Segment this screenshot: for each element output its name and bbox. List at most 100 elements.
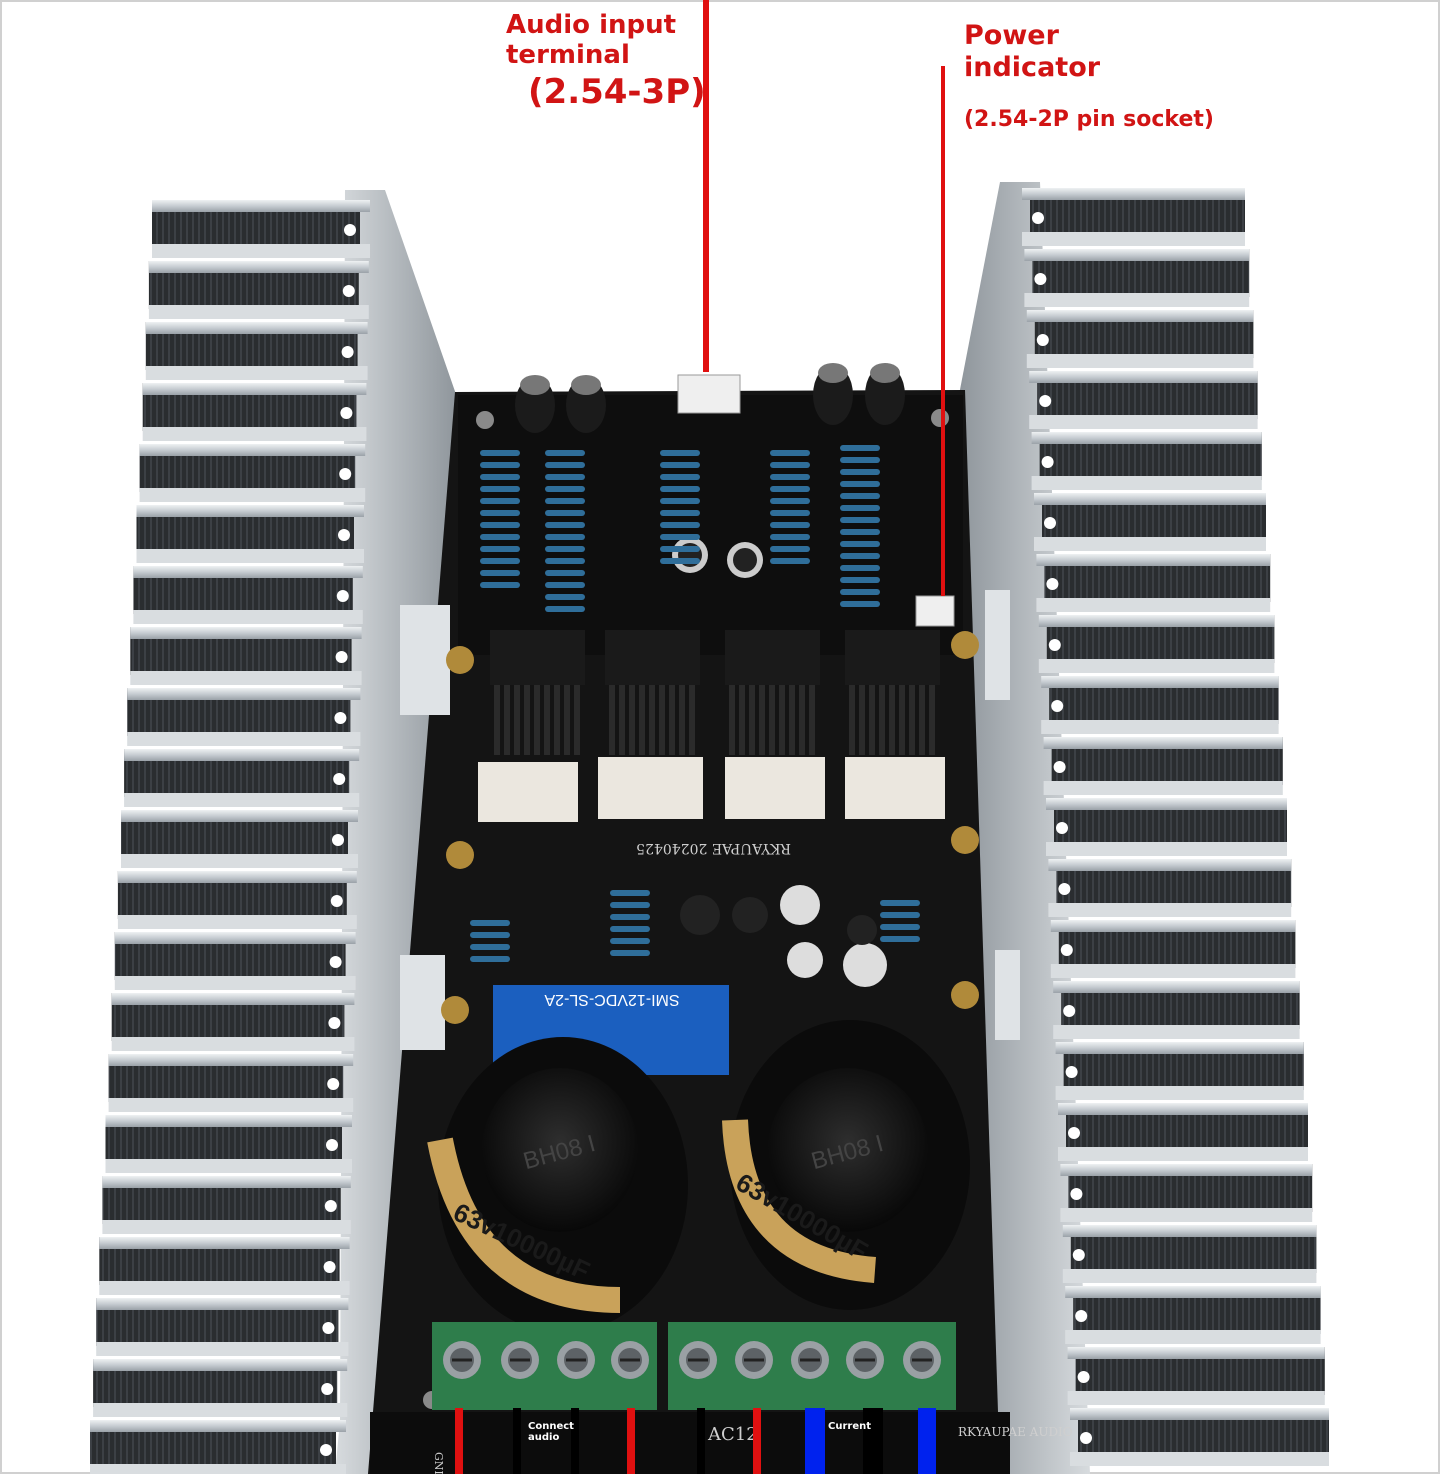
terminal-screw bbox=[611, 1341, 649, 1379]
heatsink-fin bbox=[133, 566, 363, 624]
heatsink-fin bbox=[117, 871, 357, 929]
connect-audio-line2: audio bbox=[528, 1432, 560, 1443]
resistor bbox=[840, 553, 880, 559]
resistor bbox=[660, 450, 700, 456]
heatsink-fin bbox=[1022, 188, 1245, 246]
heatsink-fin bbox=[1053, 981, 1300, 1039]
resistor bbox=[610, 914, 650, 920]
heatsink-fin bbox=[1062, 1225, 1317, 1283]
resistor bbox=[770, 462, 810, 468]
resistor bbox=[480, 546, 520, 552]
resistor bbox=[770, 534, 810, 540]
resistor bbox=[545, 546, 585, 552]
heatsink-fin bbox=[121, 810, 358, 868]
resistor bbox=[610, 950, 650, 956]
resistor bbox=[480, 570, 520, 576]
heatsink-fin bbox=[148, 261, 369, 319]
terminal-screw bbox=[846, 1341, 884, 1379]
resistor bbox=[545, 474, 585, 480]
power-indicator-label-line2: indicator bbox=[964, 52, 1101, 83]
transistor bbox=[605, 630, 700, 755]
resistor bbox=[840, 517, 880, 523]
heatsink-fin bbox=[1041, 676, 1279, 734]
heatsink-fin bbox=[1058, 1103, 1308, 1161]
power-indicator-spec: (2.54-2P pin socket) bbox=[964, 107, 1214, 132]
transistor bbox=[725, 630, 820, 755]
relay-marking: SMI-12VDC-SL-2A bbox=[544, 991, 679, 1008]
resistor bbox=[770, 558, 810, 564]
ac-label: AC12 bbox=[707, 1424, 758, 1445]
heatsink-fin bbox=[1048, 859, 1292, 917]
resistor bbox=[480, 510, 520, 516]
heatsink-fin bbox=[130, 627, 362, 685]
resistor bbox=[840, 589, 880, 595]
connect-audio-label: Connect audio bbox=[528, 1421, 574, 1443]
audio-input-spec: (2.54-3P) bbox=[528, 72, 706, 112]
resistor bbox=[660, 462, 700, 468]
resistor bbox=[610, 926, 650, 932]
resistor bbox=[840, 529, 880, 535]
resistor bbox=[840, 469, 880, 475]
heatsink-fin bbox=[127, 688, 361, 746]
resistor bbox=[880, 900, 920, 906]
resistor bbox=[545, 534, 585, 540]
resistor bbox=[545, 510, 585, 516]
heatsink-fin bbox=[1034, 493, 1266, 551]
resistor bbox=[480, 486, 520, 492]
resistor-arrays bbox=[470, 445, 920, 962]
resistor bbox=[545, 498, 585, 504]
resistor bbox=[480, 582, 520, 588]
resistor bbox=[770, 486, 810, 492]
resistor bbox=[470, 920, 510, 926]
heatsink-fin bbox=[1026, 310, 1254, 368]
resistor bbox=[480, 522, 520, 528]
heatsink-fin bbox=[114, 932, 356, 990]
resistor bbox=[545, 450, 585, 456]
heatsink-fin bbox=[1055, 1042, 1304, 1100]
heatsink-fin bbox=[1065, 1286, 1321, 1344]
resistor bbox=[660, 486, 700, 492]
right-heatsink bbox=[958, 182, 1329, 1474]
resistor bbox=[480, 558, 520, 564]
resistor bbox=[840, 445, 880, 451]
resistor bbox=[545, 582, 585, 588]
power-indicator-pointer bbox=[941, 66, 945, 596]
resistor bbox=[545, 606, 585, 612]
resistor bbox=[840, 541, 880, 547]
heatsink-fin bbox=[136, 505, 364, 563]
heatsink-fin bbox=[102, 1176, 351, 1234]
power-indicator-connector bbox=[915, 595, 955, 627]
resistor bbox=[610, 938, 650, 944]
heatsink-fin bbox=[1060, 1164, 1313, 1222]
resistor bbox=[660, 546, 700, 552]
brand-marking: RKYAUPAE AUDIO bbox=[958, 1425, 1073, 1439]
resistor bbox=[840, 457, 880, 463]
heatsink-fin bbox=[111, 993, 355, 1051]
current-label: Current bbox=[828, 1421, 872, 1432]
heatsink-fin bbox=[139, 444, 366, 502]
resistor bbox=[470, 956, 510, 962]
annotation-lines bbox=[703, 0, 945, 596]
heatsink-fin bbox=[1038, 615, 1275, 673]
connect-audio-line1: Connect bbox=[528, 1421, 574, 1432]
heatsink-fin bbox=[1046, 798, 1287, 856]
resistor bbox=[480, 534, 520, 540]
resistor bbox=[770, 450, 810, 456]
audio-input-label-line2: terminal bbox=[506, 40, 630, 70]
resistor bbox=[770, 474, 810, 480]
heatsink-fin bbox=[90, 1420, 346, 1478]
pcb-code: RKYAUPAE 20240425 bbox=[636, 840, 791, 856]
resistor bbox=[840, 601, 880, 607]
screw-terminal-blocks bbox=[432, 1322, 956, 1410]
resistor bbox=[610, 902, 650, 908]
resistor bbox=[480, 498, 520, 504]
terminal-screw bbox=[557, 1341, 595, 1379]
audio-input-label: Audio input bbox=[506, 10, 677, 40]
heatsink-fin bbox=[93, 1359, 348, 1417]
resistor bbox=[470, 944, 510, 950]
resistor bbox=[840, 565, 880, 571]
resistor bbox=[545, 486, 585, 492]
terminal-screw bbox=[501, 1341, 539, 1379]
resistor bbox=[545, 594, 585, 600]
